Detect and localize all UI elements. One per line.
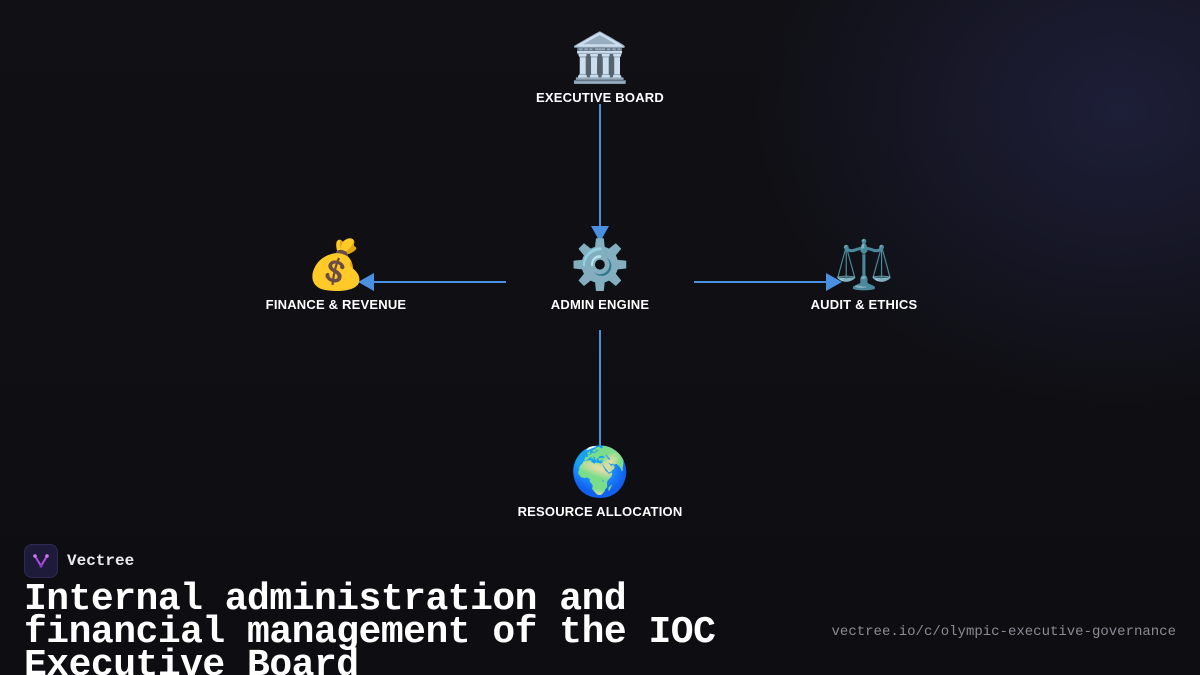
vectree-logo-icon <box>24 544 58 578</box>
brand[interactable]: Vectree <box>24 544 134 578</box>
node-resource-allocation[interactable]: 🌍 RESOURCE ALLOCATION <box>490 444 710 519</box>
edge-board-to-admin-arrowhead <box>591 226 609 242</box>
brand-name: Vectree <box>67 552 135 570</box>
node-executive-board[interactable]: 🏛️ EXECUTIVE BOARD <box>490 30 710 105</box>
node-finance-revenue[interactable]: 💰 FINANCE & REVENUE <box>226 237 446 312</box>
node-label: AUDIT & ETHICS <box>810 297 918 312</box>
gear-icon: ⚙️ <box>570 237 630 293</box>
node-label: FINANCE & REVENUE <box>265 297 407 312</box>
node-admin-engine[interactable]: ⚙️ ADMIN ENGINE <box>490 237 710 312</box>
node-label: RESOURCE ALLOCATION <box>517 504 683 519</box>
page-title: Internal administration and financial ma… <box>24 578 716 675</box>
node-label: ADMIN ENGINE <box>550 297 650 312</box>
edge-admin-to-audit-arrowhead <box>826 273 842 291</box>
balance-scale-icon: ⚖️ <box>834 237 894 293</box>
node-label: EXECUTIVE BOARD <box>536 90 664 105</box>
money-bag-icon: 💰 <box>306 237 366 293</box>
source-url[interactable]: vectree.io/c/olympic-executive-governanc… <box>831 624 1176 640</box>
classical-building-icon: 🏛️ <box>570 30 630 86</box>
node-audit-ethics[interactable]: ⚖️ AUDIT & ETHICS <box>754 237 974 312</box>
globe-icon: 🌍 <box>570 444 630 500</box>
edge-admin-to-finance-arrowhead <box>358 273 374 291</box>
